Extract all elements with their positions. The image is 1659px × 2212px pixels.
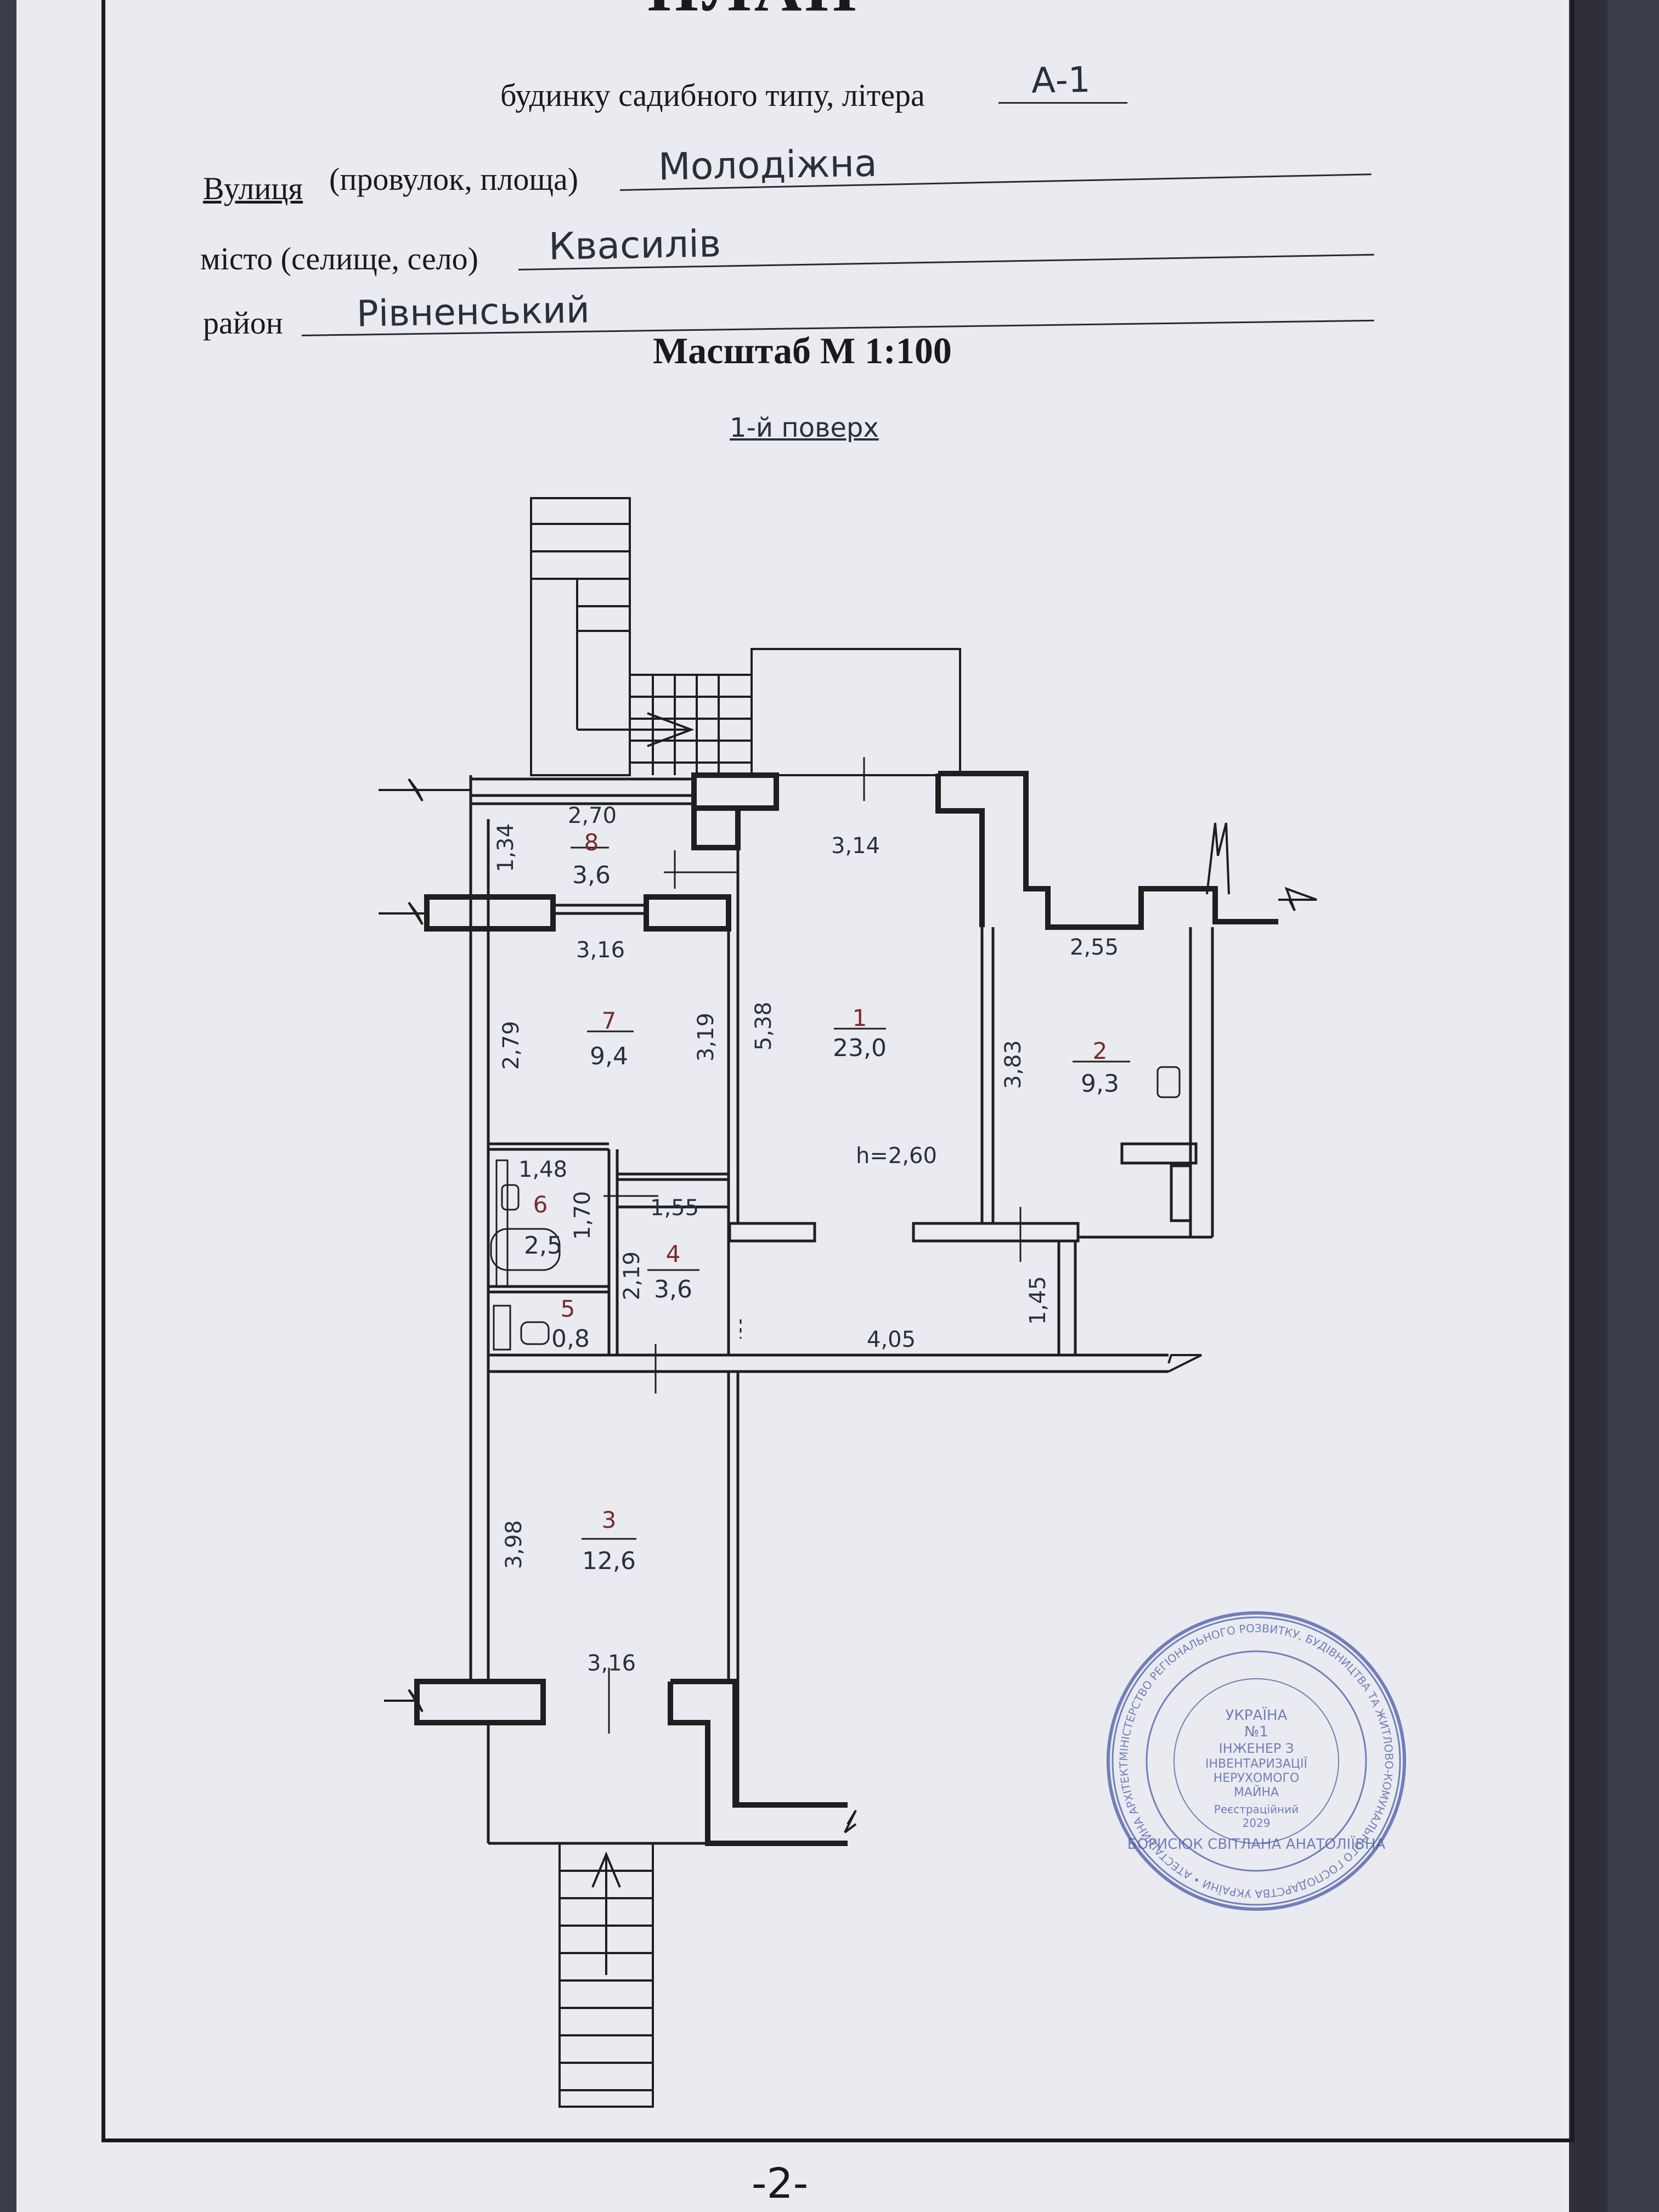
room-number-3: 3 (602, 1506, 617, 1533)
stamp-year: 2029 (1243, 1816, 1271, 1830)
dim-2-55: 2,55 (1070, 935, 1119, 960)
dim-3-83: 3,83 (1001, 1040, 1026, 1089)
page-number: -2- (752, 2159, 809, 2208)
dim-2-70: 2,70 (568, 803, 617, 828)
floor-label: 1-й поверх (730, 413, 879, 443)
room-number-1: 1 (853, 1005, 867, 1031)
dim-5-38: 5,38 (751, 1002, 776, 1051)
dim-2-79: 2,79 (499, 1021, 524, 1070)
dimension-labels: 2,70 1,34 3,14 3,16 2,55 2,79 3,19 5,38 … (493, 803, 1119, 1676)
room-area-6: 2,5 (524, 1232, 562, 1260)
room-area-2: 9,3 (1081, 1070, 1119, 1098)
break-lines (379, 778, 1317, 1833)
room-numbers: 8 7 1 2 6 4 5 3 (533, 829, 1108, 1533)
dim-1-70: 1,70 (570, 1191, 595, 1240)
dim-1-34: 1,34 (493, 823, 518, 872)
room-area-7: 9,4 (590, 1042, 628, 1070)
dim-2-19: 2,19 (619, 1251, 645, 1300)
stamp-name: БОРИСЮК СВІТЛАНА АНАТОЛІЇВНА (1127, 1835, 1386, 1853)
bottom-staircase (558, 1842, 654, 2108)
room-number-4: 4 (666, 1240, 681, 1267)
scale-label: Масштаб М 1:100 (653, 330, 952, 371)
dim-3-98: 3,98 (501, 1520, 527, 1569)
stamp-line-5: НЕРУХОМОГО (1214, 1771, 1300, 1785)
dim-1-48: 1,48 (518, 1157, 567, 1182)
official-stamp: МІНІСТЕРСТВО РЕГІОНАЛЬНОГО РОЗВИТКУ, БУД… (1103, 1607, 1406, 1911)
dim-1-45: 1,45 (1025, 1276, 1051, 1325)
room-number-2: 2 (1093, 1037, 1108, 1064)
stamp-line-1: УКРАЇНА (1226, 1706, 1288, 1724)
dimension-ticks (603, 757, 1022, 1734)
room-number-7: 7 (602, 1007, 617, 1034)
dim-4-05: 4,05 (867, 1327, 916, 1352)
street-label: Вулиця (203, 171, 303, 206)
dim-3-19: 3,19 (693, 1013, 719, 1062)
room-area-8: 3,6 (572, 861, 611, 889)
interior-walls (469, 775, 1214, 1845)
page-frame (101, 0, 1575, 2142)
bathroom-fixtures (490, 1066, 1181, 1351)
room-number-6: 6 (533, 1191, 548, 1218)
dim-1-55: 1,55 (650, 1195, 699, 1221)
room-number-5: 5 (561, 1295, 575, 1322)
subtitle-label: будинку садибного типу, літера (500, 77, 925, 113)
litera-underline (998, 102, 1127, 104)
background-edge (1569, 0, 1607, 2212)
dim-3-16-bottom: 3,16 (587, 1651, 636, 1676)
room-areas: 3,6 9,4 23,0 9,3 2,5 3,6 0,8 12,6 (524, 861, 1119, 1575)
room-number-8: 8 (584, 829, 599, 856)
stamp-line-3: ІНЖЕНЕР З (1219, 1741, 1294, 1756)
city-label: місто (селище, село) (200, 241, 478, 276)
ceiling-height: h=2,60 (856, 1143, 937, 1169)
stamp-reg: Реєстраційний (1214, 1803, 1299, 1816)
room-area-1: 23,0 (833, 1034, 887, 1062)
district-label: район (203, 305, 283, 341)
room-area-3: 12,6 (582, 1547, 636, 1575)
dim-3-16-top: 3,16 (576, 938, 625, 963)
dim-3-14: 3,14 (831, 833, 880, 859)
room-area-4: 3,6 (654, 1276, 692, 1304)
top-staircase (530, 497, 961, 776)
room-area-5: 0,8 (551, 1325, 590, 1353)
street-label-extra: (провулок, площа) (329, 161, 579, 197)
document-title: ПЛАН (647, 0, 860, 26)
stamp-line-6: МАЙНА (1234, 1785, 1279, 1799)
stamp-line-2: №1 (1244, 1724, 1268, 1740)
stamp-line-4: ІНВЕНТАРИЗАЦІЇ (1205, 1757, 1308, 1771)
room-label-lines (571, 847, 1130, 1540)
